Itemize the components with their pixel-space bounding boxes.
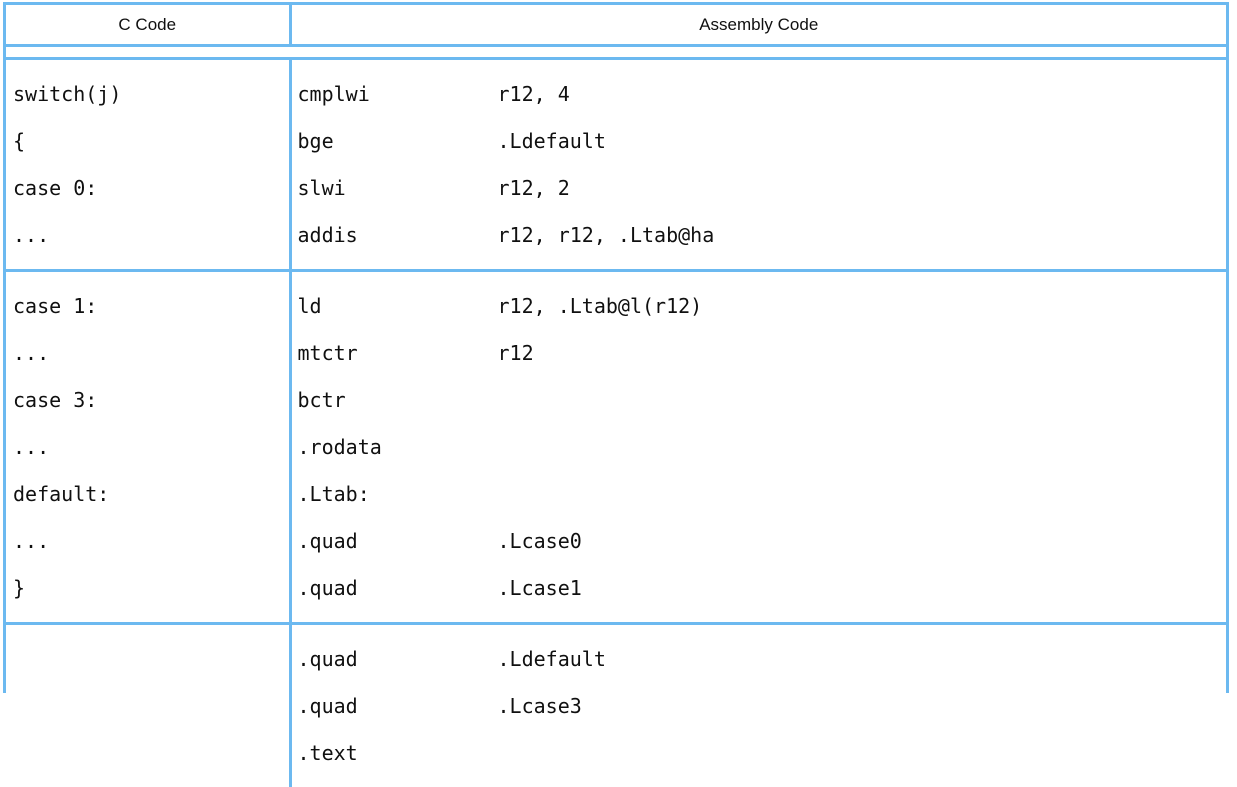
- assembly-mnemonic: cmplwi: [298, 71, 498, 118]
- code-comparison-table-container: C Code Assembly Code switch(j){case 0:..…: [3, 2, 1229, 693]
- assembly-mnemonic: bge: [298, 118, 498, 165]
- column-header-c-code: C Code: [6, 5, 290, 46]
- assembly-code-line: .quad.Lcase3: [298, 683, 1227, 730]
- assembly-code-line: .quad.Lcase1: [298, 565, 1227, 612]
- c-code-line: {: [13, 118, 289, 165]
- c-code-line: }: [13, 565, 289, 612]
- assembly-operands: .Ldefault: [498, 118, 606, 165]
- assembly-operands: r12, r12, .Ltab@ha: [498, 212, 715, 259]
- assembly-mnemonic: .quad: [298, 565, 498, 612]
- assembly-operands: .Lcase0: [498, 518, 582, 565]
- assembly-mnemonic: mtctr: [298, 330, 498, 377]
- c-code-line: case 0:: [13, 165, 289, 212]
- assembly-code-cell: .quad.Ldefault.quad.Lcase3.text: [290, 624, 1226, 787]
- assembly-mnemonic: ld: [298, 283, 498, 330]
- c-code-cell: switch(j){case 0:...: [6, 59, 290, 271]
- table-section-row: .quad.Ldefault.quad.Lcase3.text: [6, 624, 1226, 787]
- assembly-operands: .Lcase3: [498, 683, 582, 730]
- assembly-mnemonic: bctr: [298, 377, 498, 424]
- c-code-line: case 1:: [13, 283, 289, 330]
- assembly-operands: r12, .Ltab@l(r12): [498, 283, 703, 330]
- assembly-operands: r12: [498, 330, 534, 377]
- c-code-line: ...: [13, 518, 289, 565]
- table-header: C Code Assembly Code: [6, 5, 1226, 59]
- assembly-mnemonic: .quad: [298, 683, 498, 730]
- column-header-assembly-code: Assembly Code: [290, 5, 1226, 46]
- c-code-cell: [6, 624, 290, 787]
- code-comparison-table: C Code Assembly Code switch(j){case 0:..…: [6, 5, 1226, 787]
- header-double-rule: [6, 46, 1226, 59]
- assembly-code-line: bctr: [298, 377, 1227, 424]
- assembly-code-line: .Ltab:: [298, 471, 1227, 518]
- assembly-mnemonic: .quad: [298, 518, 498, 565]
- c-code-cell-empty: [6, 625, 289, 787]
- assembly-code-line: .rodata: [298, 424, 1227, 471]
- c-code-line: ...: [13, 212, 289, 259]
- assembly-mnemonic: .quad: [298, 636, 498, 683]
- c-code-cell: case 1:...case 3:...default:...}: [6, 271, 290, 624]
- header-rule-left: [6, 46, 290, 59]
- assembly-operands: .Lcase1: [498, 565, 582, 612]
- assembly-mnemonic: slwi: [298, 165, 498, 212]
- c-code-line: ...: [13, 424, 289, 471]
- assembly-code-line: .text: [298, 730, 1227, 777]
- c-code-line: default:: [13, 471, 289, 518]
- assembly-code-line: .quad.Ldefault: [298, 636, 1227, 683]
- assembly-operands: r12, 4: [498, 71, 570, 118]
- assembly-mnemonic: .rodata: [298, 424, 498, 471]
- assembly-code-lines: .quad.Ldefault.quad.Lcase3.text: [292, 625, 1227, 787]
- c-code-lines: switch(j){case 0:...: [6, 60, 289, 269]
- assembly-operands: .Ldefault: [498, 636, 606, 683]
- assembly-mnemonic: .Ltab:: [298, 471, 498, 518]
- c-code-lines: case 1:...case 3:...default:...}: [6, 272, 289, 622]
- header-row: C Code Assembly Code: [6, 5, 1226, 46]
- assembly-code-line: bge.Ldefault: [298, 118, 1227, 165]
- assembly-operands: r12, 2: [498, 165, 570, 212]
- assembly-code-line: .quad.Lcase0: [298, 518, 1227, 565]
- c-code-line: ...: [13, 330, 289, 377]
- header-rule-right: [290, 46, 1226, 59]
- assembly-mnemonic: .text: [298, 730, 498, 777]
- c-code-line: switch(j): [13, 71, 289, 118]
- assembly-mnemonic: addis: [298, 212, 498, 259]
- c-code-line: case 3:: [13, 377, 289, 424]
